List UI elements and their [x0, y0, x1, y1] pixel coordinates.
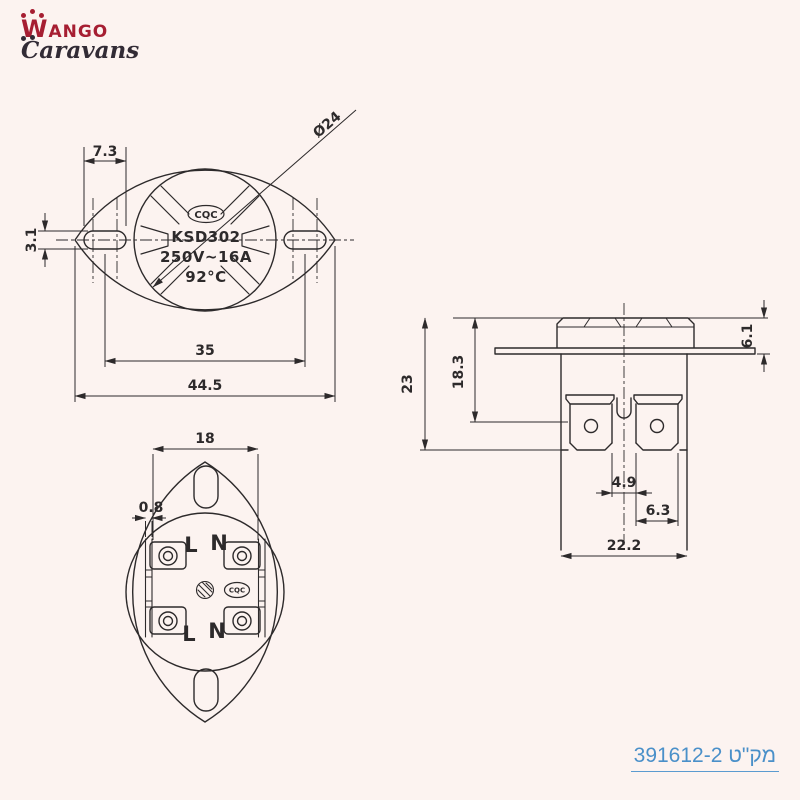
terminal-contacts: [149, 541, 261, 635]
dim-slot-width: 7.3: [83, 144, 127, 226]
dim-overall-height: 23: [400, 317, 429, 451]
cqc-label: CQC: [194, 210, 217, 221]
terminal-tab-left: [565, 394, 615, 451]
front-view: CQC KSD302 250V~16A 92°C 7.3 3.1: [24, 108, 357, 402]
crown-dot-icon: [30, 9, 35, 14]
cap-outline: [556, 317, 695, 349]
mounting-slot-bottom: [193, 668, 219, 712]
svg-text:6.1: 6.1: [740, 324, 756, 349]
cqc-badge-small: [223, 581, 251, 599]
panda-ear-icon: [21, 36, 26, 41]
dim-terminal-width: 6.3: [635, 453, 679, 526]
body-circle-bottom: [125, 512, 285, 672]
svg-text:18: 18: [195, 431, 214, 447]
dim-slot-height: 3.1: [24, 213, 88, 267]
svg-text:23: 23: [400, 374, 416, 393]
logo-wordmark-caravans: Caravans: [21, 35, 140, 64]
logo-text-line1: Wango: [21, 15, 109, 43]
logo-text-line2: Caravans: [21, 37, 140, 64]
side-brackets: [144, 538, 266, 638]
logo-wordmark-wango: Wango: [21, 9, 139, 43]
terminal-label-bottom-right: N: [208, 619, 226, 643]
terminal-label-top-right: N: [210, 531, 228, 555]
flange-outline-bottom: [132, 461, 278, 723]
svg-text:6.3: 6.3: [646, 503, 671, 519]
panda-ear-icon: [30, 35, 35, 40]
dim-mount-width: 18: [152, 431, 259, 540]
crown-dot-icon: [21, 13, 26, 18]
svg-text:35: 35: [195, 343, 214, 359]
logo: Wango Caravans: [21, 9, 140, 64]
model-label: KSD302: [171, 228, 240, 246]
dim-terminal-span: 22.2: [560, 538, 688, 560]
flange-plate: [494, 347, 756, 355]
svg-text:22.2: 22.2: [607, 538, 642, 554]
bottom-view: 18: [125, 431, 285, 723]
temperature-label: 92°C: [185, 268, 226, 286]
rating-label: 250V~16A: [160, 248, 252, 266]
svg-text:18.3: 18.3: [451, 355, 467, 390]
cap-crimp-marks: [583, 317, 673, 328]
cqc-label-small: CQC: [229, 587, 245, 595]
dim-overall-width: 44.5: [74, 246, 336, 402]
terminal-label-bottom-left: L: [182, 622, 195, 646]
dim-diameter-leader: Ø24: [152, 108, 357, 288]
cqc-badge: [187, 204, 225, 224]
svg-text:7.3: 7.3: [93, 144, 118, 160]
part-number-link[interactable]: מק"ט 391612-2: [630, 744, 779, 772]
terminal-tab-right: [633, 394, 683, 451]
dim-body-height: 18.3: [451, 317, 479, 423]
svg-text:Ø24: Ø24: [310, 108, 344, 141]
center-screw: [195, 580, 215, 600]
svg-text:4.9: 4.9: [612, 475, 637, 491]
dim-cap-height: 6.1: [740, 300, 770, 372]
crown-dot-icon: [39, 13, 44, 18]
side-view: 23 18.3 6.1 4.9: [400, 300, 770, 560]
svg-text:44.5: 44.5: [188, 378, 223, 394]
centerlines: [56, 198, 354, 283]
dim-terminal-gap: 4.9: [596, 453, 652, 497]
svg-text:0.8: 0.8: [139, 500, 164, 516]
dim-hole-spacing: 35: [104, 254, 306, 367]
dim-bracket-thickness: 0.8: [132, 500, 166, 537]
svg-text:3.1: 3.1: [24, 228, 40, 253]
mounting-slot-top: [193, 465, 219, 509]
terminal-label-top-left: L: [184, 533, 197, 557]
